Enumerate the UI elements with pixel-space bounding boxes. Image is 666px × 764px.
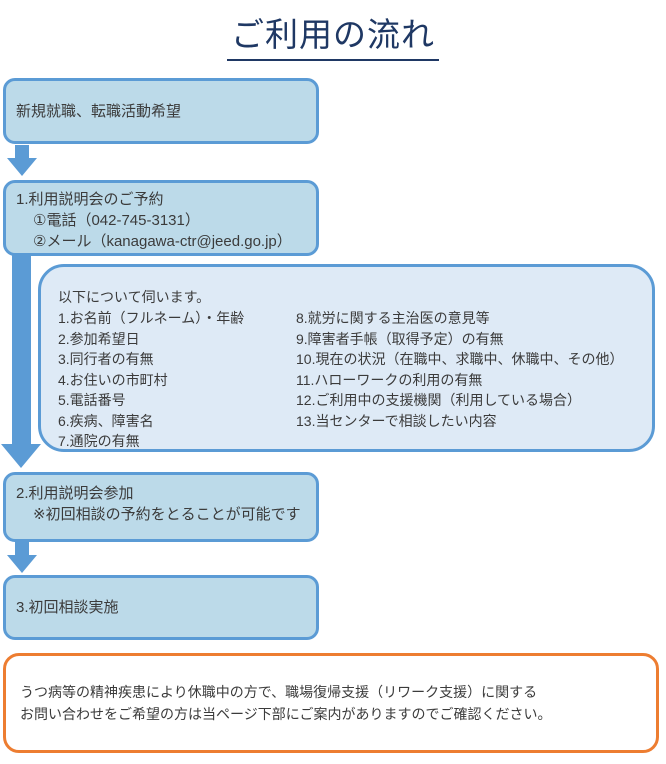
flow-box-first-consultation: 3.初回相談実施: [3, 575, 319, 640]
flow-box-attend-session: 2.利用説明会参加 ※初回相談の予約をとることが可能です: [3, 472, 319, 542]
reservation-phone: ①電話（042-745-3131）: [33, 212, 200, 229]
list-item: 3.同行者の有無: [58, 351, 154, 367]
page-title-text: ご利用の流れ: [227, 8, 439, 61]
down-arrow-head: [7, 555, 37, 573]
down-arrow-stem: [15, 542, 29, 555]
long-down-arrow-icon: [1, 254, 41, 468]
list-item: 10.現在の状況（在職中、求職中、休職中、その他）: [296, 351, 624, 367]
interview-items-callout: 以下について伺います。 1.お名前（フルネーム）・年齢 2.参加希望日 3.同行…: [38, 264, 655, 452]
notice-line-1: うつ病等の精神疾患により休職中の方で、職場復帰支援（リワーク支援）に関する: [20, 684, 538, 700]
down-arrow-icon: [7, 542, 37, 573]
attend-session-title: 2.利用説明会参加: [16, 485, 134, 502]
long-down-arrow-head: [1, 444, 41, 468]
notice-line-2: お問い合わせをご希望の方は当ページ下部にご案内がありますのでご確認ください。: [20, 706, 552, 722]
first-consultation-label: 3.初回相談実施: [16, 599, 119, 616]
long-down-arrow-stem: [11, 254, 31, 444]
interview-items-left-list: 1.お名前（フルネーム）・年齢 2.参加希望日 3.同行者の有無 4.お住いの市…: [58, 308, 296, 452]
interview-items-right-list: 8.就労に関する主治医の意見等 9.障害者手帳（取得予定）の有無 10.現在の状…: [296, 308, 640, 452]
list-item: 1.お名前（フルネーム）・年齢: [58, 310, 245, 326]
list-item: 13.当センターで相談したい内容: [296, 412, 497, 429]
down-arrow-icon: [7, 145, 37, 176]
list-item: 4.お住いの市町村: [58, 371, 168, 388]
page-title: ご利用の流れ: [0, 8, 666, 61]
list-item: 12.ご利用中の支援機関（利用している場合）: [296, 392, 582, 408]
flow-box-start: 新規就職、転職活動希望: [3, 78, 319, 144]
list-item: 7.通院の有無: [58, 433, 140, 449]
list-item: 8.就労に関する主治医の意見等: [296, 310, 490, 326]
rework-support-notice: うつ病等の精神疾患により休職中の方で、職場復帰支援（リワーク支援）に関する お問…: [3, 653, 659, 753]
reservation-title: 1.利用説明会のご予約: [16, 191, 164, 208]
flow-box-start-label: 新規就職、転職活動希望: [16, 102, 182, 120]
down-arrow-head: [7, 158, 37, 176]
list-item: 9.障害者手帳（取得予定）の有無: [296, 330, 504, 347]
list-item: 5.電話番号: [58, 392, 126, 408]
list-item: 6.疾病、障害名: [58, 412, 154, 429]
interview-items-intro: 以下について伺います。: [58, 289, 211, 305]
flow-box-reservation: 1.利用説明会のご予約 ①電話（042-745-3131） ②メール（kanag…: [3, 180, 319, 256]
list-item: 11.ハローワークの利用の有無: [296, 371, 483, 388]
attend-session-note: ※初回相談の予約をとることが可能です: [33, 506, 301, 523]
list-item: 2.参加希望日: [58, 330, 140, 347]
reservation-email: ②メール（kanagawa-ctr@jeed.go.jp）: [33, 233, 292, 250]
down-arrow-stem: [15, 145, 29, 158]
